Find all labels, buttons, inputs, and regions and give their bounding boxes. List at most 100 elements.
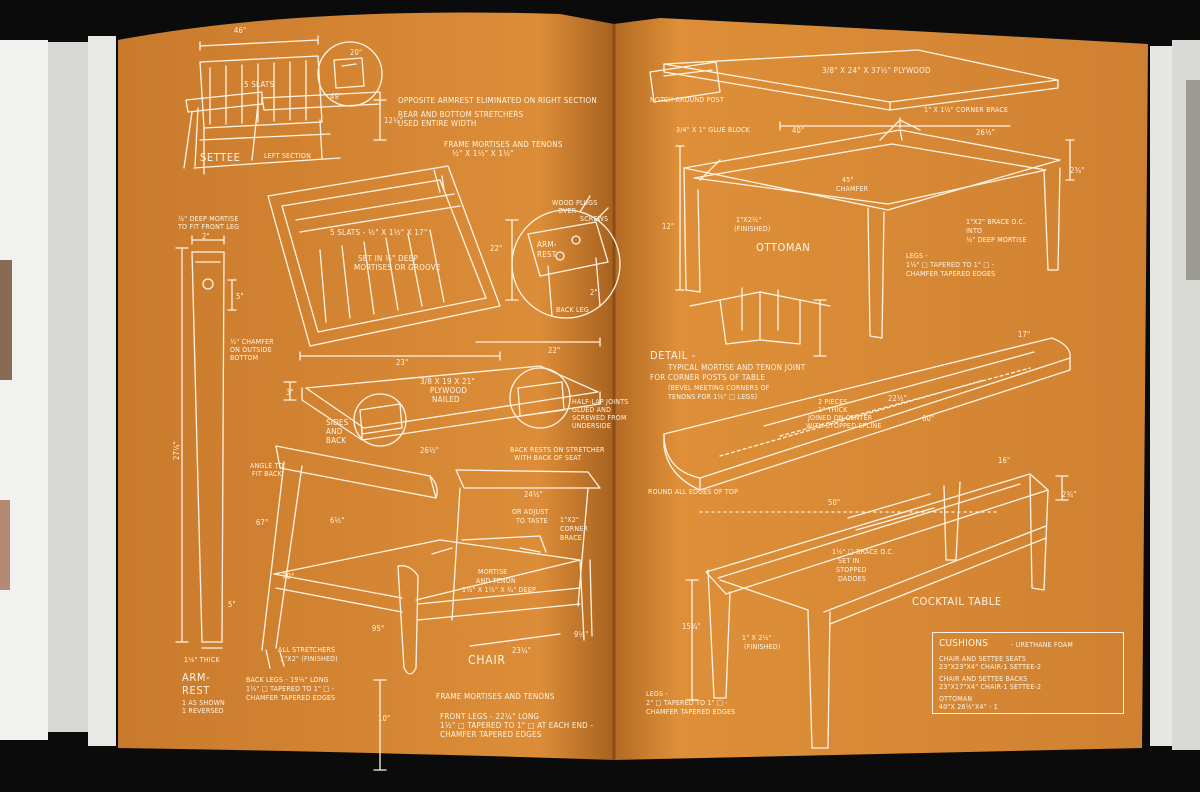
half-lap-note-3: SCREWED FROM (572, 414, 627, 422)
chair-67-dim: 67° (256, 518, 269, 527)
ottoman-top-note: 3/8" X 24" X 37½" PLYWOOD (822, 66, 931, 75)
cushions-line-1: CHAIR AND SETTEE SEATS (939, 655, 1027, 663)
frame-mortise-note-2: ½" X 1½" X 1½" (452, 149, 514, 158)
chair-back-slats-note: 5 SLATS - ½" X 1½" X 17" (330, 228, 428, 237)
table-brace-1: 1½" □ BRACE O.C. (832, 548, 895, 556)
deep-mortise-note-2: TO FIT FRONT LEG (178, 223, 240, 231)
chamfer-45-1: 45° (842, 176, 854, 184)
table-legs-2: 2" □ TAPERED TO 1" □ - (646, 699, 728, 707)
arm-detail-back-leg: BACK LEG (556, 306, 589, 314)
ottoman-234-dim: 2¾" (1070, 166, 1085, 175)
chair-70-dim: 70° (282, 572, 295, 581)
ottoman-brace-2: INTO (966, 227, 983, 235)
mortise-joint-detail (689, 287, 831, 357)
table-finished-1: 1" X 2½" (742, 634, 772, 642)
cushions-table: CUSHIONS - URETHANE FOAM CHAIR AND SETTE… (932, 632, 1124, 714)
table-legs-3: CHAMFER TAPERED EDGES (646, 708, 736, 716)
armrest-shown-1: 1 AS SHOWN (182, 699, 225, 707)
chair-10-dim: 10" (378, 714, 391, 723)
seat-sides-2: AND (326, 427, 343, 436)
arm-detail-arm: ARM- (537, 240, 557, 249)
arm-detail-2-dim: 2" (590, 288, 598, 297)
seat-drawing (283, 365, 601, 447)
back-legs-note-2: 1½" □ TAPERED TO 1" □ - (246, 685, 335, 693)
ottoman-title: OTTOMAN (756, 241, 811, 254)
mortise-tenon-note-3: 1½" X 1½" X ¾" DEEP (462, 586, 537, 594)
ottoman-drawing (649, 49, 1075, 339)
ottoman-12-dim: 12" (662, 222, 675, 231)
table-50-dim: 50" (828, 498, 841, 507)
chair-back-23-dim: 23" (396, 358, 409, 367)
mortise-tenon-note-1: MORTISE (478, 568, 508, 576)
half-lap-note-4: UNDERSIDE (572, 422, 612, 430)
opposite-armrest-note: OPPOSITE ARMREST ELIMINATED ON RIGHT SEC… (398, 96, 597, 105)
wood-plugs-2: OVER (558, 207, 577, 215)
back-legs-note-3: CHAMFER TAPERED EDGES (246, 694, 336, 702)
seat-ply-2: PLYWOOD (430, 386, 468, 395)
front-legs-note-3: CHAMFER TAPERED EDGES (440, 730, 542, 739)
cushions-line-6: 40"X 26½"X4" - 1 (939, 703, 998, 711)
pieces-note-4: WITH STOPPED SPLINE (806, 422, 882, 430)
all-stretchers-note-1: ALL STRETCHERS (278, 646, 336, 654)
chair-2412-dim: 24½" (524, 490, 544, 499)
table-1534-dim: 15¾" (682, 622, 702, 631)
armrest-title-1: ARM- (182, 671, 211, 684)
deep-mortise-note-1: ½" DEEP MORTISE (178, 215, 239, 223)
settee-20-dim: 20" (350, 48, 363, 57)
armrest-2-dim: 2" (202, 232, 210, 241)
detail-line-1: TYPICAL MORTISE AND TENON JOINT (668, 363, 806, 372)
seat-2612-dim: 26½" (420, 446, 440, 455)
chair-back-22b-dim: 22" (548, 346, 561, 355)
chair-back-drawing (267, 165, 601, 361)
half-lap-note-2: GLUED AND (572, 406, 612, 414)
stretchers-note-2: USED ENTIRE WIDTH (398, 119, 477, 128)
chamfer-45-2: CHAMFER (836, 185, 869, 193)
left-section-label: LEFT SECTION (264, 152, 311, 160)
detail-line-3: (BEVEL MEETING CORNERS OF (668, 384, 770, 392)
ottoman-finished-1: 1"X2½" (736, 216, 762, 224)
settee-width-dim: 46" (234, 26, 247, 35)
chamfer-note-2: ON OUTSIDE (230, 346, 272, 354)
settee-slats-label: 5 SLATS (244, 80, 275, 89)
chair-2314-dim: 23¼" (512, 646, 532, 655)
settee-drawing (183, 35, 387, 175)
settee-1214-dim: 12¼" (384, 116, 404, 125)
armrest-part-drawing (175, 235, 237, 649)
notch-note: NOTCH AROUND POST (650, 96, 725, 104)
book-edge-left (0, 40, 48, 740)
angle-fit-2: FIT BACK (252, 470, 282, 478)
frame-mortise-note-1: FRAME MORTISES AND TENONS (444, 140, 563, 149)
detail-title: DETAIL - (650, 349, 696, 362)
adjust-note-2: TO TASTE (516, 517, 548, 525)
back-rests-note-2: WITH BACK OF SEAT (514, 454, 582, 462)
table-finished-2: (FINISHED) (744, 643, 781, 651)
cushions-title: CUSHIONS (939, 638, 989, 649)
table-legs-1: LEGS - (646, 690, 668, 698)
seat-sides-3: BACK (326, 436, 347, 445)
cushions-subtitle: - URETHANE FOAM (1011, 641, 1074, 649)
armrest-5-dim: 5" (236, 292, 244, 301)
mortise-tenon-note-2: AND TENON (476, 577, 516, 585)
seat-sides-1: SIDES (326, 418, 349, 427)
table-brace-4: DADOES (838, 575, 867, 583)
ottoman-legs-3: CHAMFER TAPERED EDGES (906, 270, 996, 278)
set-in-note-2: MORTISES OR GROOVE (354, 263, 441, 272)
cushions-line-5: OTTOMAN (939, 695, 973, 703)
chair-914-dim: 9¼" (574, 630, 589, 639)
detail-line-4: TENONS FOR 1½" □ LEGS) (668, 393, 758, 401)
settee-title: SETTEE (200, 151, 241, 164)
table-234-dim: 2¾" (1062, 490, 1077, 499)
armrest-shown-2: 1 REVERSED (182, 707, 224, 715)
cushions-line-2: 23"X23"X4" CHAIR-1 SETTEE-2 (939, 663, 1042, 671)
chamfer-note-3: BOTTOM (230, 354, 259, 362)
seat-3-dim: 3" (286, 388, 294, 397)
round-edges-note: ROUND ALL EDGES OF TOP (648, 488, 739, 496)
pieces-note-1: 2 PIECES (818, 398, 848, 406)
ottoman-legs-2: 1½" □ TAPERED TO 1" □ - (906, 261, 995, 269)
table-brace-2: SET IN (838, 557, 860, 565)
ottoman-2612-dim: 26½" (976, 128, 996, 137)
table-2212-dim: 22½" (888, 394, 908, 403)
wood-plugs-1: WOOD PLUGS (552, 199, 598, 207)
pieces-note-3: JOINED ON CENTER (808, 414, 873, 422)
